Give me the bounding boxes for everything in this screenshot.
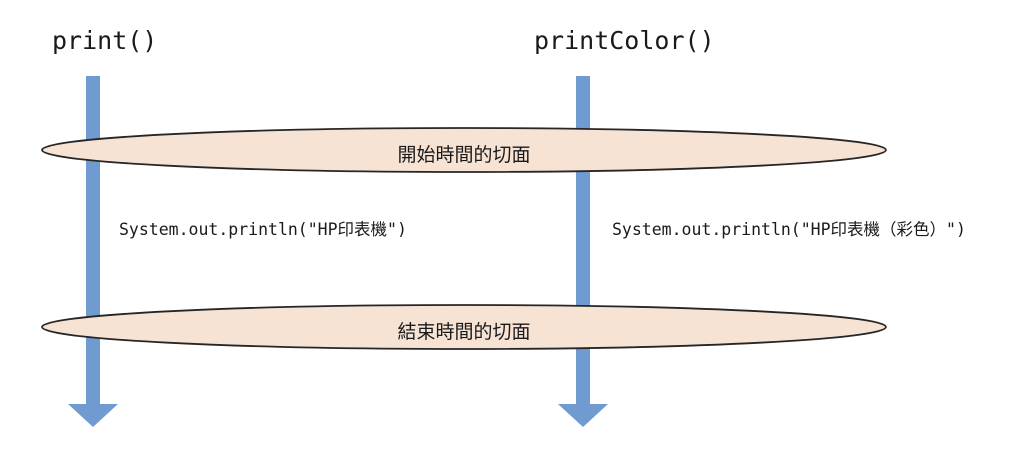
print-lifeline-title: print(): [52, 26, 158, 55]
printcolor-lifeline-title: printColor(): [534, 26, 715, 55]
start-slice-ellipse: [41, 127, 887, 173]
printcolor-lifeline-code-label: System.out.println("HP印表機（彩色）"): [612, 220, 966, 239]
start-slice-label: 開始時間的切面: [397, 144, 531, 166]
end-slice-ellipse: [41, 304, 887, 350]
print-lifeline-code-label: System.out.println("HP印表機"): [119, 220, 407, 239]
print-lifeline-arrow: [68, 76, 118, 427]
end-slice-label: 結束時間的切面: [397, 321, 531, 343]
